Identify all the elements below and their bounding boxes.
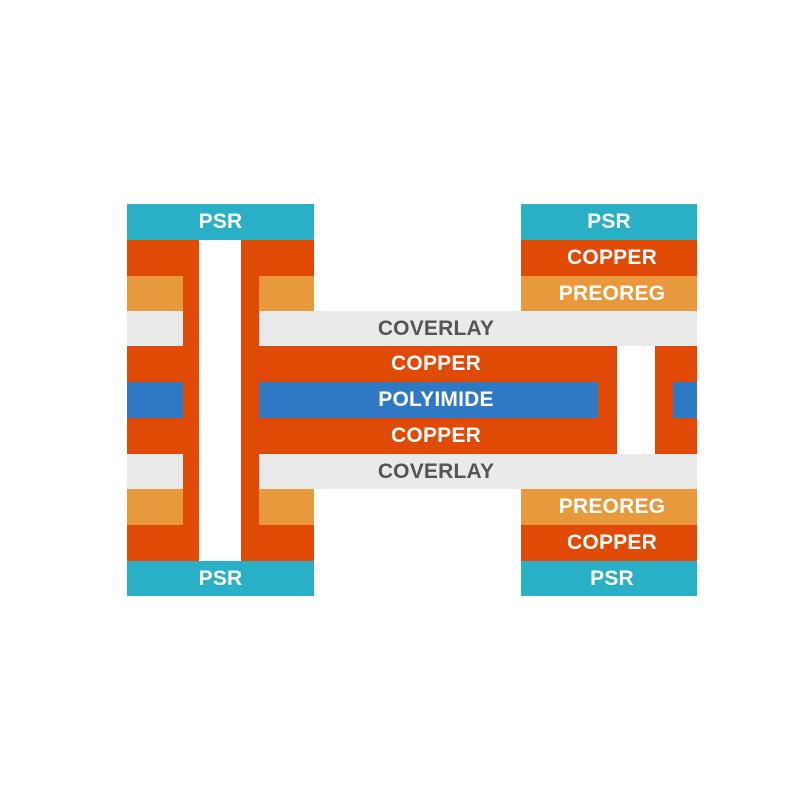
psr-left-bottom-layer xyxy=(127,561,314,596)
preoreg-right-top-label: PREOREG xyxy=(558,281,666,305)
psr-right-top-label: PSR xyxy=(587,210,631,233)
polyimide-center-label: POLYIMIDE xyxy=(378,388,494,411)
preoreg-right-bottom-layer xyxy=(521,489,697,525)
copper-right-top-label: COPPER xyxy=(567,246,657,269)
psr-left-bottom-label: PSR xyxy=(198,566,243,590)
polyimide-center-layer xyxy=(259,382,598,418)
coverlay-bottom-layer xyxy=(259,454,697,489)
preoreg-right-bottom-label: PREOREG xyxy=(558,495,666,518)
psr-right-top-layer xyxy=(521,204,697,240)
polyimide-right-layer xyxy=(673,382,697,418)
preoreg-right-top-layer xyxy=(521,276,697,311)
copper-right-bottom-layer xyxy=(521,525,697,561)
copper-center-bottom-label: COPPER xyxy=(391,424,481,447)
copper-right-top-layer xyxy=(521,240,697,276)
via-hole-right xyxy=(617,346,655,454)
coverlay-bottom-label: COVERLAY xyxy=(377,459,495,483)
psr-left-top-layer xyxy=(127,204,314,240)
psr-right-bottom-layer xyxy=(521,561,697,596)
psr-right-bottom-label: PSR xyxy=(590,566,634,590)
coverlay-top-label: COVERLAY xyxy=(377,316,495,340)
psr-left-top-label: PSR xyxy=(198,210,243,233)
via-hole-left xyxy=(199,240,241,561)
coverlay-top-layer xyxy=(259,311,697,346)
copper-center-top-label: COPPER xyxy=(391,352,481,375)
copper-right-bottom-label: COPPER xyxy=(567,531,657,554)
